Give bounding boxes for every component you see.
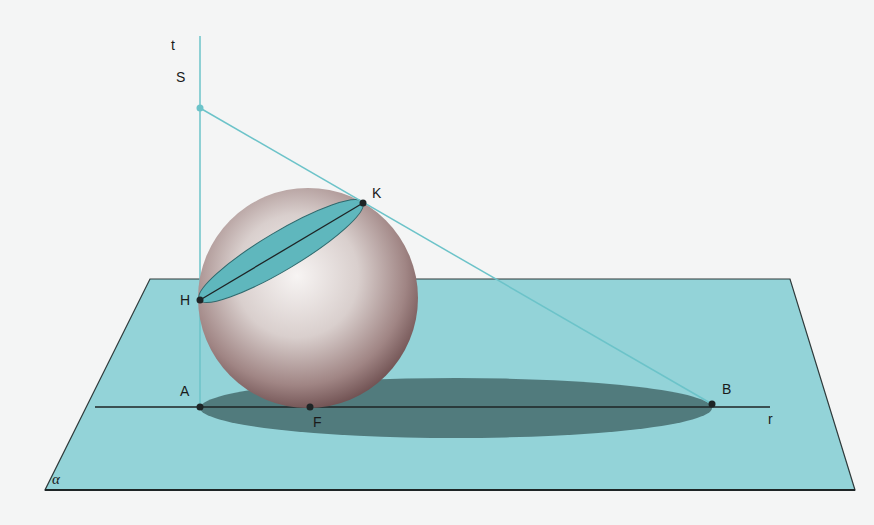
point-label: t bbox=[171, 38, 175, 52]
point-label: A bbox=[180, 384, 189, 398]
point-label: H bbox=[180, 293, 190, 307]
point-a bbox=[197, 404, 204, 411]
point-k bbox=[360, 200, 367, 207]
point-h bbox=[197, 297, 204, 304]
point-label: K bbox=[372, 186, 381, 200]
segment-hk bbox=[200, 203, 363, 300]
point-label: S bbox=[176, 70, 185, 84]
light-ray bbox=[200, 108, 712, 404]
line-r bbox=[95, 406, 770, 407]
point-s bbox=[197, 105, 204, 112]
point-label: α bbox=[52, 472, 60, 487]
point-b bbox=[709, 401, 716, 408]
plane-edge bbox=[45, 489, 855, 491]
point-label: B bbox=[722, 382, 731, 396]
line-t bbox=[199, 36, 201, 407]
point-label: r bbox=[768, 412, 773, 426]
point-label: F bbox=[313, 415, 322, 429]
contact-circle bbox=[190, 186, 373, 316]
point-f bbox=[307, 404, 314, 411]
plane-alpha bbox=[45, 279, 855, 490]
